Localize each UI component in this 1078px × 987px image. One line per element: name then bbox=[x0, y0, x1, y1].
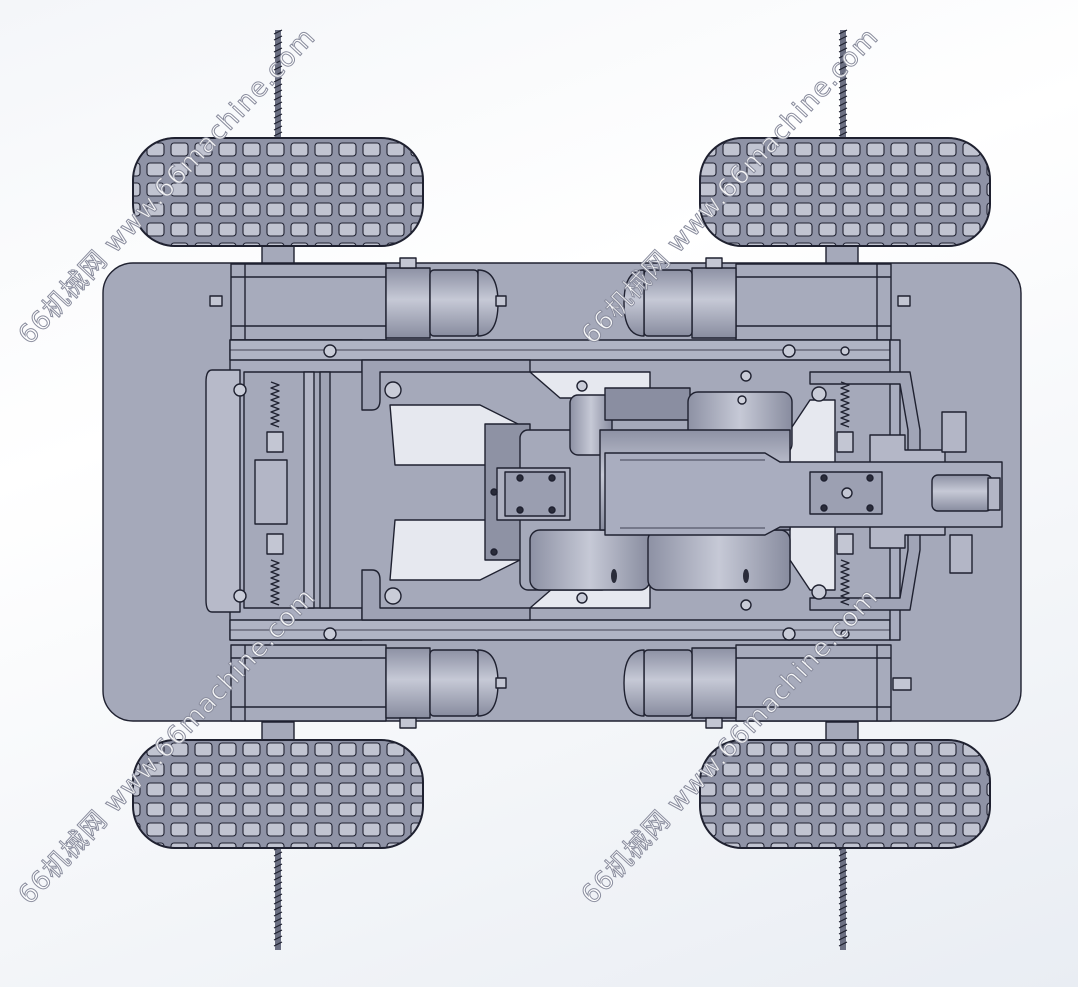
steering-rods bbox=[303, 371, 331, 609]
motor-assembly-top-right bbox=[623, 257, 911, 341]
wheel-rear-left bbox=[132, 739, 424, 849]
wheel-rear-right bbox=[699, 739, 991, 849]
motor-assembly-bottom-left bbox=[230, 644, 507, 729]
motor-assembly-bottom-right bbox=[623, 644, 912, 729]
wheel-front-right bbox=[699, 137, 991, 247]
suspension-springs bbox=[266, 381, 854, 606]
wheel-front-left bbox=[132, 137, 424, 247]
servo-turret bbox=[484, 387, 1003, 591]
mounting-holes bbox=[233, 344, 850, 641]
motor-assembly-top-left bbox=[209, 257, 507, 341]
